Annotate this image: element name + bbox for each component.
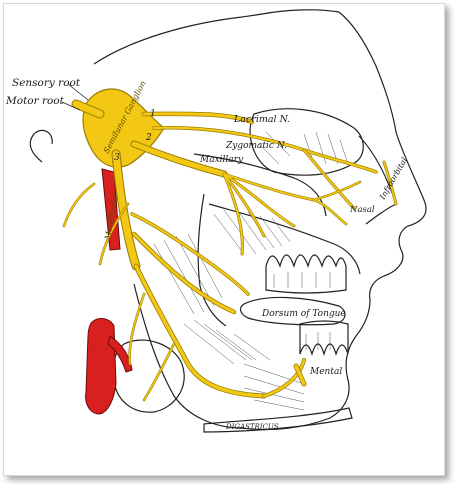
zygomatic-arch <box>193 153 327 217</box>
label-num-3: 3 <box>114 153 120 163</box>
ear-cartilage <box>29 129 53 163</box>
label-sensory-root: Sensory root <box>12 77 81 89</box>
label-lacrimal: Lacrimal N. <box>233 114 290 125</box>
tongue <box>239 296 346 326</box>
digastric-muscle <box>203 407 353 433</box>
label-motor-root: Motor root <box>5 95 65 107</box>
diagram-frame: Sensory root Motor root Semilunar Gangli… <box>3 3 445 476</box>
face-profile-outline <box>241 11 427 431</box>
lower-teeth <box>299 320 349 357</box>
label-mental: Mental <box>309 367 342 377</box>
trigeminal-nerve-branches <box>62 88 398 402</box>
trigeminal-nerve-illustration: Sensory root Motor root Semilunar Gangli… <box>5 9 427 433</box>
cranium-contour <box>93 13 263 65</box>
motor-root-leader <box>61 101 81 111</box>
carotid-artery <box>85 168 133 415</box>
muscle-hatching <box>153 131 349 411</box>
label-num-1: 1 <box>150 109 156 119</box>
label-num-2: 2 <box>145 133 152 143</box>
sensory-root-leader <box>67 83 89 101</box>
label-maxillary: Maxillary <box>199 155 244 165</box>
forehead-contour <box>261 9 340 15</box>
label-dorsum-tongue: Dorsum of Tongue <box>261 309 346 319</box>
orbit-rim <box>249 108 364 176</box>
label-nasal: Nasal <box>349 205 375 215</box>
ramus-contour <box>197 193 227 327</box>
upper-teeth <box>265 254 347 294</box>
label-zygomatic: Zygomatic N. <box>225 141 287 151</box>
mandible-outline <box>133 283 243 429</box>
label-digastricus: DIGASTRICUS <box>225 423 279 431</box>
